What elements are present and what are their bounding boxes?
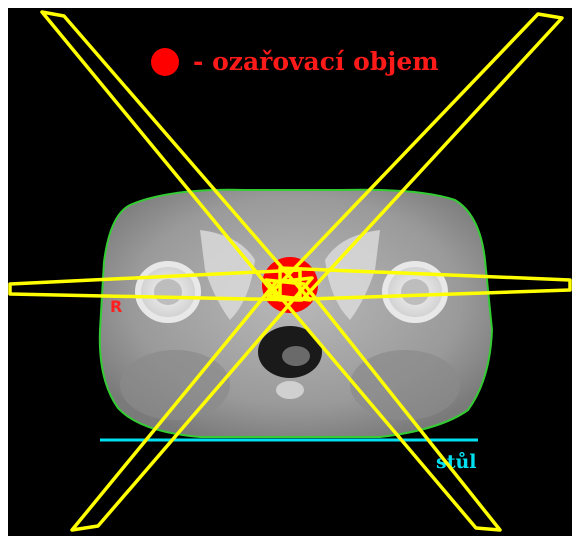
side-marker: R: [110, 297, 122, 316]
coccyx: [276, 381, 304, 399]
legend-marker: [151, 48, 179, 76]
legend-label: - ozařovací objem: [193, 47, 439, 76]
rectum-content: [282, 346, 310, 366]
left-femoral-head-core: [154, 279, 182, 305]
treatment-table-label: stůl: [436, 451, 477, 473]
right-femoral-head-core: [401, 279, 429, 305]
